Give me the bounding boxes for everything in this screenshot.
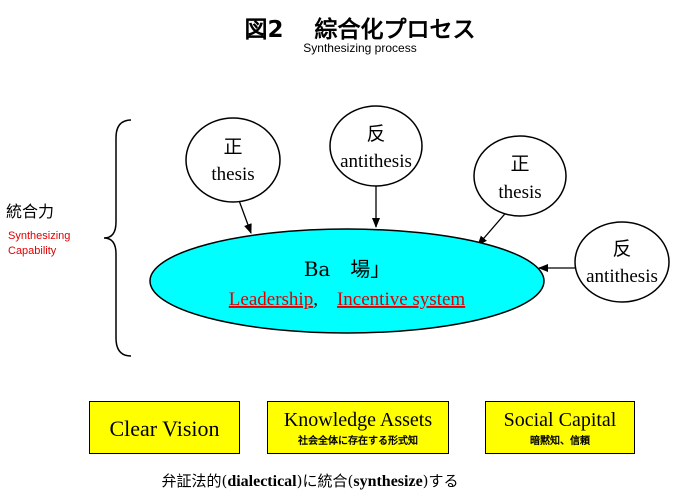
link-separator: , <box>313 289 318 310</box>
bubble-kanji: 反 <box>612 238 631 260</box>
leadership-link[interactable]: Leadership <box>229 289 313 310</box>
knowledge-assets-box: Knowledge Assets 社会全体に存在する形式知 <box>267 401 449 454</box>
footer-middle: )に統合( <box>296 472 354 490</box>
bubble-word: antithesis <box>340 151 412 172</box>
ba-ellipse <box>149 228 545 334</box>
bubble-kanji: 正 <box>510 153 529 175</box>
side-label-en-line2: Capability <box>8 245 57 257</box>
footer-caption: 弁証法的(dialectical)に統合(synthesize)する <box>0 470 620 491</box>
bubble-kanji: 正 <box>223 136 242 158</box>
footer-suffix: )する <box>422 472 459 490</box>
bubble-antithesis-1: 反 antithesis <box>329 105 423 187</box>
box-title: Knowledge Assets <box>283 409 433 431</box>
side-label-en-line1: Synthesizing <box>8 230 71 242</box>
box-title: Social Capital <box>503 409 617 431</box>
bubble-kanji: 反 <box>366 123 385 145</box>
footer-synthesize: synthesize <box>353 473 423 490</box>
box-subtitle: 暗黙知、信頼 <box>530 436 590 447</box>
bubble-word: thesis <box>211 164 254 185</box>
bubble-thesis-2: 正 thesis <box>473 135 567 217</box>
bubble-word: thesis <box>498 182 541 203</box>
box-subtitle: 社会全体に存在する形式知 <box>298 436 418 447</box>
bubble-thesis-1: 正 thesis <box>185 117 281 203</box>
ba-links: Leadership, Incentive system <box>229 289 466 310</box>
page-subtitle: Synthesizing process <box>303 41 417 55</box>
side-label-jp: 統合力 <box>6 202 55 221</box>
box-title: Clear Vision <box>109 416 220 441</box>
clear-vision-box: Clear Vision <box>89 401 240 454</box>
curly-brace <box>103 119 132 357</box>
social-capital-box: Social Capital 暗黙知、信頼 <box>485 401 635 454</box>
ba-title: Ba 場」 <box>304 257 391 281</box>
bubble-antithesis-2: 反 antithesis <box>574 221 670 303</box>
footer-dialectical: dialectical <box>227 473 297 490</box>
side-label-en: Synthesizing Capability <box>8 229 70 259</box>
incentive-system-link[interactable]: Incentive system <box>337 289 465 310</box>
bubble-word: antithesis <box>586 266 658 287</box>
page-title: 図2 綜合化プロセス <box>244 17 476 43</box>
footer-prefix: 弁証法的( <box>161 472 228 490</box>
